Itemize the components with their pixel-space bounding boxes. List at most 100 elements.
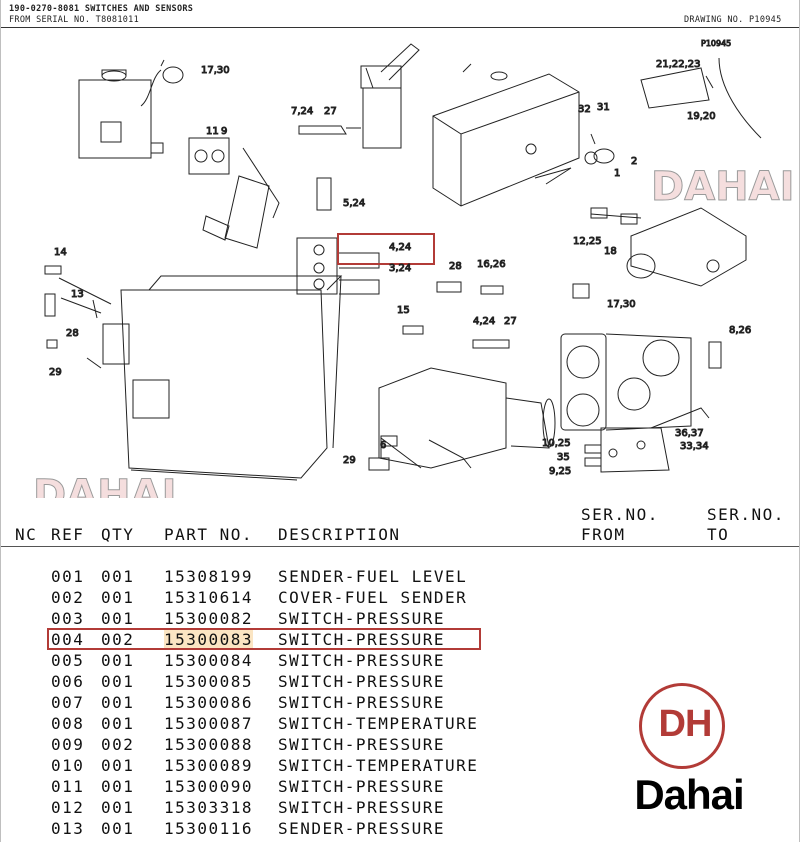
- description-cell: SWITCH-PRESSURE: [278, 693, 445, 712]
- callout-label: 21,22,23: [656, 59, 701, 70]
- page-title: 190-0270-8081 SWITCHES AND SENSORS: [9, 4, 194, 14]
- qty-cell: 001: [101, 609, 135, 628]
- part-number-cell: 15300087: [164, 714, 254, 733]
- callout-label: 17,30: [201, 65, 230, 76]
- description-cell: SENDER-PRESSURE: [278, 819, 445, 838]
- col-header-description: DESCRIPTION: [278, 525, 401, 544]
- callout-label: 12,25: [573, 236, 602, 247]
- col-header-nc: NC: [15, 525, 38, 544]
- filter-assembly: [188, 137, 280, 249]
- col-header-to: TO: [707, 525, 730, 544]
- description-cell: SWITCH-PRESSURE: [278, 630, 445, 649]
- part-number-cell: 15300086: [164, 693, 254, 712]
- table-row[interactable]: 008 001 15300087 SWITCH-TEMPERATURE: [1, 714, 601, 735]
- qty-cell: 001: [101, 714, 135, 733]
- callout-label: 18: [604, 246, 617, 257]
- drawing-number: DRAWING NO. P10945: [684, 15, 782, 25]
- ref-cell: 010: [51, 756, 85, 775]
- callout-label: 29: [49, 367, 62, 378]
- watermark: DAHAI: [33, 472, 176, 498]
- callout-label: 35: [557, 452, 570, 463]
- qty-cell: 001: [101, 777, 135, 796]
- callout-label: 33,34: [680, 441, 709, 452]
- switch-bracket: [298, 125, 361, 135]
- callout-label: 36,37: [675, 428, 704, 439]
- manifold-block: [600, 427, 670, 473]
- drawing-ref: P10945: [701, 39, 731, 48]
- valve-block: [296, 177, 380, 295]
- ref-cell: 013: [51, 819, 85, 838]
- description-cell: SWITCH-PRESSURE: [278, 777, 445, 796]
- qty-cell: 001: [101, 672, 135, 691]
- logo-name: Dahai: [634, 771, 744, 818]
- description-cell: SWITCH-PRESSURE: [278, 672, 445, 691]
- callout-label: 9: [221, 126, 227, 137]
- ref-cell: 003: [51, 609, 85, 628]
- col-header-ser-from: SER.NO.: [581, 505, 659, 524]
- description-cell: SENDER-FUEL LEVEL: [278, 567, 468, 586]
- qty-cell: 001: [101, 693, 135, 712]
- callout-label: 28: [66, 328, 79, 339]
- callout-label: 27: [504, 316, 517, 327]
- ref-cell: 004: [51, 630, 85, 649]
- description-cell: COVER-FUEL SENDER: [278, 588, 468, 607]
- hand-pump: [360, 43, 420, 149]
- callout-label: 15: [397, 305, 410, 316]
- ref-cell: 005: [51, 651, 85, 670]
- sender-ring: [584, 133, 615, 165]
- ref-cell: 009: [51, 735, 85, 754]
- qty-cell: 001: [101, 567, 135, 586]
- description-cell: SWITCH-PRESSURE: [278, 609, 445, 628]
- pressure-switches: [44, 207, 722, 471]
- ref-cell: 002: [51, 588, 85, 607]
- mount-bracket: [640, 57, 762, 139]
- coolant-reservoir: [78, 69, 164, 159]
- col-header-ref: REF: [51, 525, 85, 544]
- callout-label: 1: [614, 168, 620, 179]
- table-row[interactable]: 011 001 15300090 SWITCH-PRESSURE: [1, 777, 601, 798]
- ref-cell: 011: [51, 777, 85, 796]
- callout-label: 14: [54, 247, 67, 258]
- callout-label: 31: [597, 102, 610, 113]
- callout-label: 16,26: [477, 259, 506, 270]
- ref-cell: 006: [51, 672, 85, 691]
- callout-label: 17,30: [607, 299, 636, 310]
- qty-cell: 001: [101, 756, 135, 775]
- col-header-ser-to: SER.NO.: [707, 505, 785, 524]
- callout-label: 4,24: [389, 242, 411, 253]
- description-cell: SWITCH-PRESSURE: [278, 798, 445, 817]
- col-header-from: FROM: [581, 525, 626, 544]
- ref-cell: 001: [51, 567, 85, 586]
- part-number-cell: 15300090: [164, 777, 254, 796]
- serial-range: FROM SERIAL NO. T8081011: [9, 15, 140, 25]
- description-cell: SWITCH-TEMPERATURE: [278, 714, 479, 733]
- callout-label: 2: [631, 156, 637, 167]
- qty-cell: 001: [101, 588, 135, 607]
- callout-label: 28: [449, 261, 462, 272]
- ref-cell: 008: [51, 714, 85, 733]
- cooler-assembly: [560, 333, 710, 431]
- table-row[interactable]: 007 001 15300086 SWITCH-PRESSURE: [1, 693, 601, 714]
- ref-cell: 012: [51, 798, 85, 817]
- header-divider: [1, 27, 799, 28]
- transmission: [378, 367, 556, 469]
- ref-cell: 007: [51, 693, 85, 712]
- logo-mark: DH: [658, 703, 713, 745]
- qty-cell: 001: [101, 798, 135, 817]
- part-number-cell-highlighted: 15300083: [164, 630, 254, 649]
- callout-label: 4,24: [473, 316, 495, 327]
- part-number-cell: 15300088: [164, 735, 254, 754]
- qty-cell: 001: [101, 651, 135, 670]
- logo-circle: DH: [639, 683, 725, 769]
